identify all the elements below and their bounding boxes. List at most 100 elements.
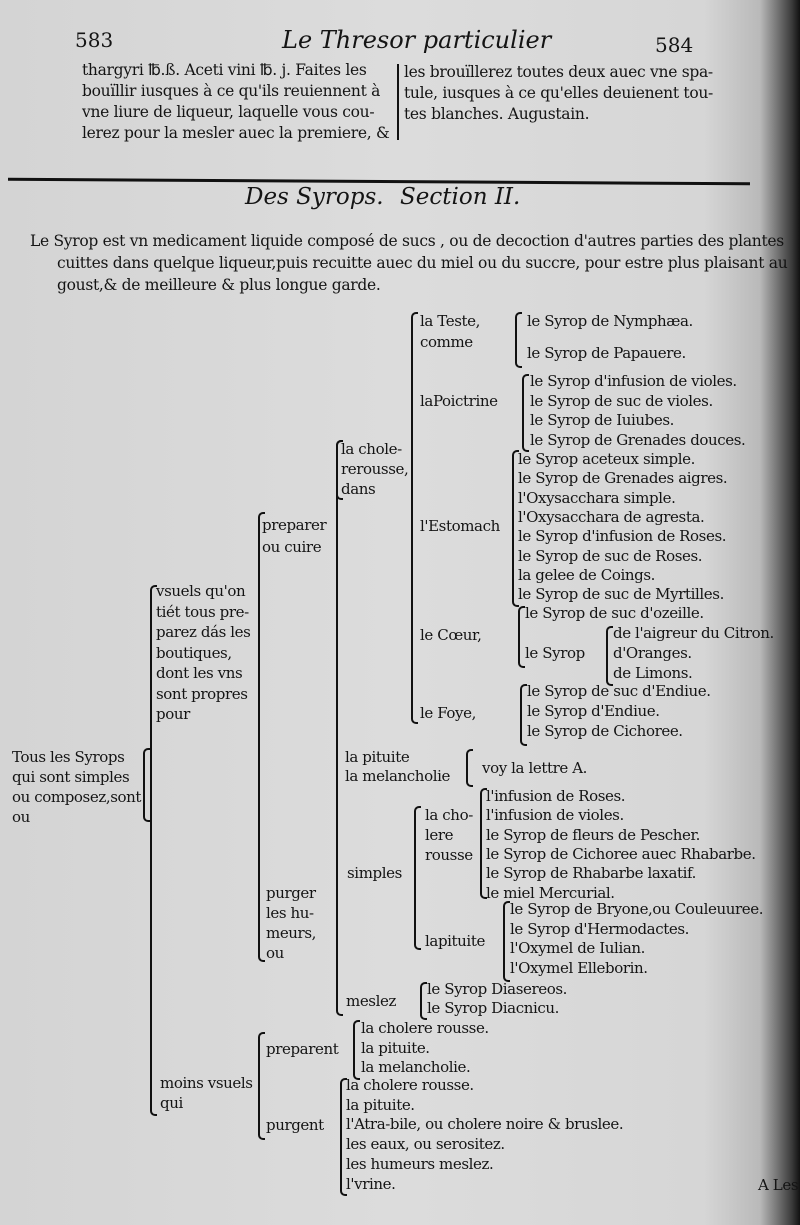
text-line: vne liure de liqueur, laquelle vous cou-	[82, 103, 375, 121]
usuels-label: boutiques,	[156, 643, 232, 662]
organ-label: le Foye,	[420, 704, 476, 722]
syrup-item: le Syrop Diasereos.	[427, 980, 568, 998]
humor-item: l'vrine.	[346, 1174, 396, 1193]
syrup-item: l'infusion de violes.	[486, 806, 624, 825]
usuels-label: tiét tous pre-	[156, 602, 249, 621]
definition-line: cuittes dans quelque liqueur,puis recuit…	[57, 254, 788, 272]
bracket	[143, 748, 150, 822]
purger-label: les hu-	[266, 904, 314, 922]
syrup-item: le Syrop de Nymphæa.	[527, 312, 693, 330]
top-text-right-column: les brouïllerez toutes deux auec vne spa…	[404, 62, 713, 125]
humor-label: la pituite	[345, 748, 410, 766]
purger-label: meurs,	[266, 924, 316, 942]
syrup-item: le Syrop de suc d'Endiue.	[527, 682, 711, 700]
root-label: ou	[12, 808, 30, 826]
organ-label: l'Estomach	[420, 517, 500, 535]
usuels-label: sont propres	[156, 684, 248, 703]
bracket	[411, 312, 418, 724]
moins-usuels-label: qui	[160, 1094, 183, 1112]
preparent-label: preparent	[266, 1040, 339, 1058]
bracket	[336, 440, 343, 500]
syrup-item: l'infusion de Roses.	[486, 787, 626, 805]
syrup-item: le Syrop aceteux simple.	[518, 450, 695, 468]
text-line: thargyri ℔.ß. Aceti vini ℔. j. Faites le…	[82, 61, 367, 79]
syrup-item: le Syrop d'infusion de violes.	[530, 372, 737, 390]
root-label: Tous les Syrops	[12, 748, 125, 766]
bracket	[518, 606, 525, 668]
bracket	[414, 806, 421, 950]
purgent-label: purgent	[266, 1116, 324, 1134]
usuels-label: dont les vns	[156, 664, 243, 682]
organ-label: le Cœur,	[420, 626, 482, 644]
syrup-item: l'Oxysacchara simple.	[518, 488, 676, 507]
organ-label: comme	[420, 333, 473, 351]
running-title: Le Thresor particulier	[282, 26, 552, 54]
syrup-item: le Syrop de Grenades aigres.	[518, 469, 728, 488]
humor-item: les eaux, ou serositez.	[346, 1135, 505, 1154]
humor-item: l'Atra-bile, ou cholere noire & bruslee.	[346, 1115, 624, 1134]
humor-item: la pituite.	[346, 1095, 415, 1114]
syrup-item: le Syrop de Papauere.	[527, 344, 686, 362]
bracket	[466, 749, 473, 787]
syrup-variant: d'Oranges.	[613, 644, 692, 662]
top-text-left-column: thargyri ℔.ß. Aceti vini ℔. j. Faites le…	[82, 60, 390, 144]
usuels-label: parez dás les	[156, 623, 251, 641]
preparer-label: preparer	[262, 516, 327, 534]
syrup-item: l'Oxysacchara de agresta.	[518, 507, 705, 526]
section-number: Section II.	[400, 184, 521, 210]
humor-label: la cho-	[425, 806, 473, 824]
section-title: Des Syrops.	[245, 184, 384, 210]
meslez-label: meslez	[346, 992, 396, 1010]
syrup-item: le Syrop de Cichoree auec Rhabarbe.	[486, 844, 756, 863]
syrup-item: l'Oxymel Elleborin.	[510, 958, 648, 977]
syrup-item: le Syrop de Iuiubes.	[530, 411, 674, 429]
bracket	[420, 982, 427, 1020]
root-label: ou composez,sont	[12, 788, 142, 806]
cholere-label: rerousse,	[341, 460, 409, 478]
humor-item: la melancholie.	[361, 1058, 471, 1076]
bracket	[258, 1032, 265, 1140]
bracket	[520, 684, 527, 746]
humor-label: lere	[425, 826, 454, 844]
humor-item: la cholere rousse.	[361, 1019, 489, 1037]
simples-label: simples	[347, 864, 402, 882]
syrup-item: le Syrop de suc de Roses.	[518, 546, 703, 565]
humor-item: la pituite.	[361, 1038, 430, 1057]
bracket	[353, 1020, 360, 1080]
text-line: lerez pour la mesler auec la premiere, &	[82, 124, 390, 142]
syrup-item: le Syrop de Grenades douces.	[530, 430, 746, 449]
bracket	[512, 450, 519, 607]
bracket	[515, 312, 522, 368]
purger-label: purger	[266, 884, 316, 902]
syrup-item: le Syrop de fleurs de Pescher.	[486, 825, 701, 844]
syrup-item: le Syrop d'Endiue.	[527, 702, 660, 720]
syrup-item: le Syrop de Cichoree.	[527, 722, 683, 740]
syrup-item: le Syrop de suc de violes.	[530, 391, 713, 410]
syrup-variant: de Limons.	[613, 664, 693, 682]
syrup-item: la gelee de Coings.	[518, 565, 655, 584]
bracket	[336, 440, 343, 1016]
syrup-item: le Syrop de Rhabarbe laxatif.	[486, 864, 697, 883]
text-line: bouïllir iusques à ce qu'ils reuiennent …	[82, 82, 381, 100]
root-label: qui sont simples	[12, 768, 130, 786]
definition-line: Le Syrop est vn medicament liquide compo…	[30, 232, 784, 250]
purger-label: ou	[266, 944, 284, 962]
bracket	[503, 901, 510, 982]
catchword: A Les	[758, 1176, 799, 1194]
definition-line: goust,& de meilleure & plus longue garde…	[57, 276, 381, 294]
humor-item: les humeurs meslez.	[346, 1154, 494, 1173]
page-number-right: 584	[655, 33, 694, 57]
bracket	[258, 512, 265, 962]
syrup-item: le Syrop de Bryone,ou Couleuuree.	[510, 900, 764, 918]
bracket	[606, 626, 613, 686]
preparer-label: ou cuire	[262, 538, 322, 556]
organ-label: la Teste,	[420, 312, 480, 330]
moins-usuels-label: moins vsuels	[160, 1074, 253, 1092]
syrup-item: le Syrop	[525, 644, 585, 662]
usuels-label: vsuels qu'on	[156, 582, 246, 600]
cholere-label: la chole-	[341, 440, 402, 458]
text-line: les brouïllerez toutes deux auec vne spa…	[404, 63, 713, 81]
syrup-item: le Syrop d'Hermodactes.	[510, 919, 689, 938]
syrup-item: le Syrop de suc d'ozeille.	[525, 604, 704, 622]
syrup-item: le Syrop de suc de Myrtilles.	[518, 585, 724, 604]
